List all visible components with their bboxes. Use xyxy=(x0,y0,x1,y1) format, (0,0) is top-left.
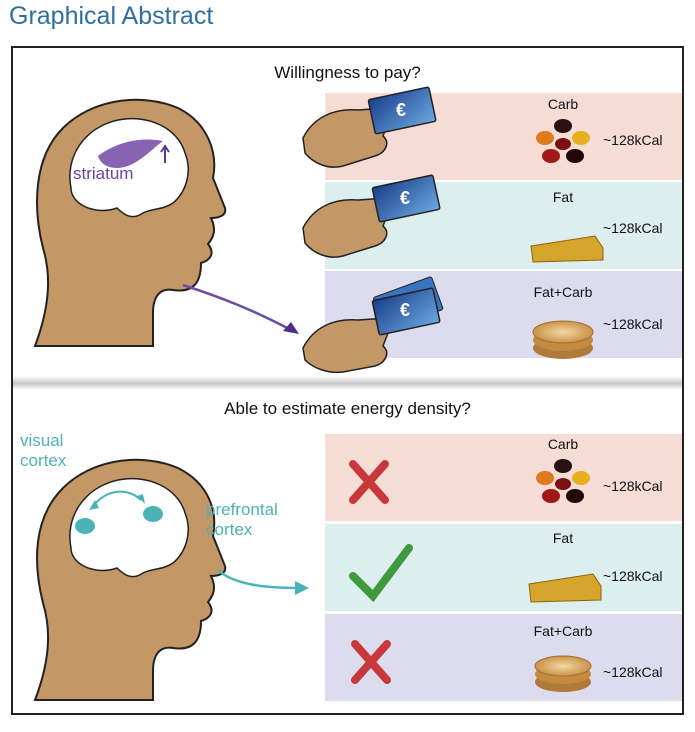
illustration xyxy=(33,86,604,701)
arrow-to-results xyxy=(217,569,299,590)
food-label-fatcarb: Fat+Carb xyxy=(533,284,593,300)
page-title: Graphical Abstract xyxy=(9,2,214,30)
hand-two-notes xyxy=(302,174,441,258)
hand-one-note xyxy=(302,86,437,168)
check-icon-fat xyxy=(349,544,413,603)
visual-cortex-label: visual cortex xyxy=(20,431,67,470)
top-question: Willingness to pay? xyxy=(274,63,421,82)
head-silhouette-top xyxy=(33,98,227,347)
hand-three-notes xyxy=(302,276,444,374)
energy-fat-2: ~128kCal xyxy=(603,568,663,584)
food-label-fat: Fat xyxy=(552,189,574,205)
energy-fatcarb-2: ~128kCal xyxy=(603,664,663,680)
cross-icon-carb xyxy=(349,460,389,504)
panel-divider xyxy=(13,376,682,390)
bottom-question: Able to estimate energy density? xyxy=(224,399,471,418)
food-label-carb: Carb xyxy=(547,96,579,112)
arrow-head xyxy=(283,322,299,334)
abstract-frame: Willingness to pay? Able to estimate ene… xyxy=(11,46,684,715)
cheese-icon xyxy=(530,235,604,263)
cheese-icon-2 xyxy=(528,573,602,603)
food-label-carb-2: Carb xyxy=(547,436,579,452)
food-label-fat-2: Fat xyxy=(552,530,574,546)
fatcarb-band-2 xyxy=(325,614,682,701)
carb-band-2 xyxy=(325,434,682,521)
energy-carb-2: ~128kCal xyxy=(603,478,663,494)
euro-symbol-2: € xyxy=(400,188,411,208)
jelly-beans-icon-2 xyxy=(536,459,590,503)
head-silhouette-bottom xyxy=(33,458,227,701)
striatum-label: striatum xyxy=(73,164,134,183)
euro-symbol-1: € xyxy=(396,100,407,120)
euro-symbol-3: € xyxy=(400,300,411,320)
fat-band-2 xyxy=(325,524,682,611)
food-label-fatcarb-2: Fat+Carb xyxy=(533,623,593,639)
energy-fat: ~128kCal xyxy=(603,220,663,236)
cross-icon-fatcarb xyxy=(351,640,391,684)
energy-carb: ~128kCal xyxy=(603,132,663,148)
crackers-icon xyxy=(532,320,594,359)
jelly-beans-icon xyxy=(536,119,590,163)
energy-fatcarb: ~128kCal xyxy=(603,316,663,332)
prefrontal-cortex-label: prefrontal cortex xyxy=(206,500,278,539)
arrow-to-hand xyxy=(182,283,292,332)
crackers-icon-2 xyxy=(534,655,592,692)
